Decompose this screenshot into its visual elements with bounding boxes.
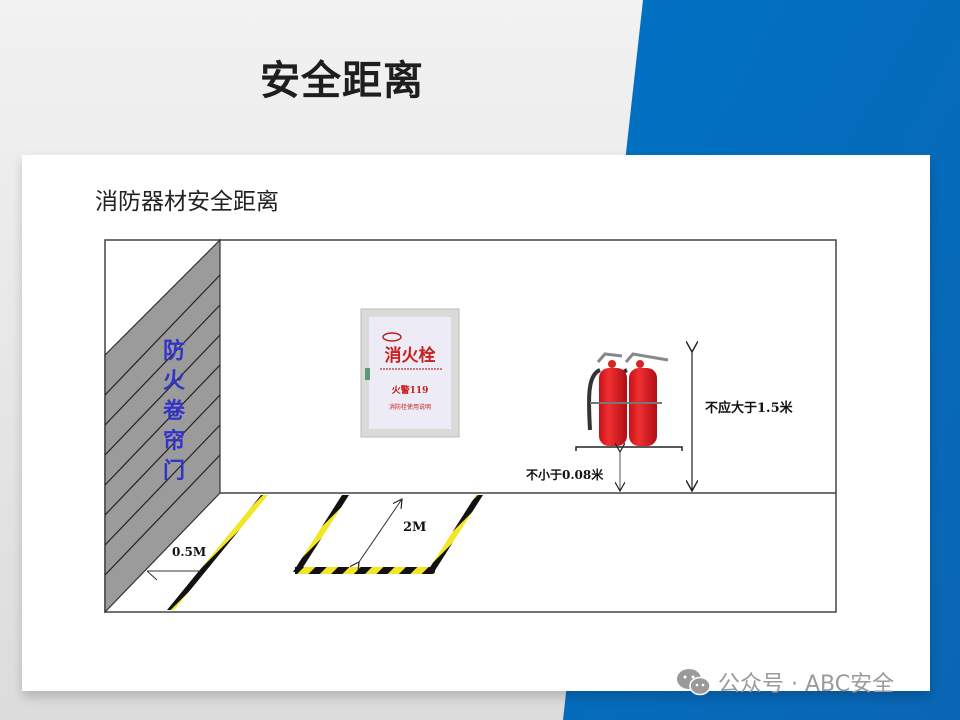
- svg-text:不应大于1.5米: 不应大于1.5米: [705, 400, 794, 416]
- hydrant-clearance-dimension: 2M: [359, 499, 426, 562]
- svg-text:卷: 卷: [162, 398, 186, 424]
- watermark: 公众号 · ABC安全: [676, 666, 894, 698]
- svg-text:火: 火: [163, 368, 185, 394]
- svg-text:门: 门: [163, 458, 185, 484]
- svg-text:火警119: 火警119: [392, 384, 429, 396]
- fire-hydrant-cabinet: 消火栓 火警119 消防栓使用说明: [360, 308, 460, 438]
- room-outline: [104, 239, 837, 613]
- fire-shutter-wall: [104, 238, 221, 614]
- svg-text:帘: 帘: [163, 428, 185, 454]
- extinguisher-min-height-dimension: 不小于0.08米: [526, 452, 620, 491]
- door-clearance-hazard-line: [167, 495, 268, 610]
- svg-text:2M: 2M: [403, 520, 426, 535]
- svg-text:不小于0.08米: 不小于0.08米: [526, 467, 604, 482]
- svg-text:消防栓使用说明: 消防栓使用说明: [389, 403, 431, 411]
- fire-shutter-label: 防 火 卷 帘 门: [162, 338, 186, 484]
- wechat-icon: [677, 669, 711, 696]
- svg-text:0.5M: 0.5M: [172, 545, 206, 559]
- page-title: 安全距离: [260, 58, 424, 104]
- svg-text:防: 防: [163, 338, 185, 364]
- watermark-text: 公众号 · ABC安全: [718, 672, 895, 697]
- extinguisher-max-height-dimension: 不应大于1.5米: [692, 352, 794, 491]
- fire-extinguishers: [575, 352, 683, 451]
- section-subtitle: 消防器材安全距离: [95, 189, 279, 215]
- door-clearance-dimension: 0.5M: [146, 545, 206, 581]
- svg-text:消火栓: 消火栓: [385, 345, 436, 366]
